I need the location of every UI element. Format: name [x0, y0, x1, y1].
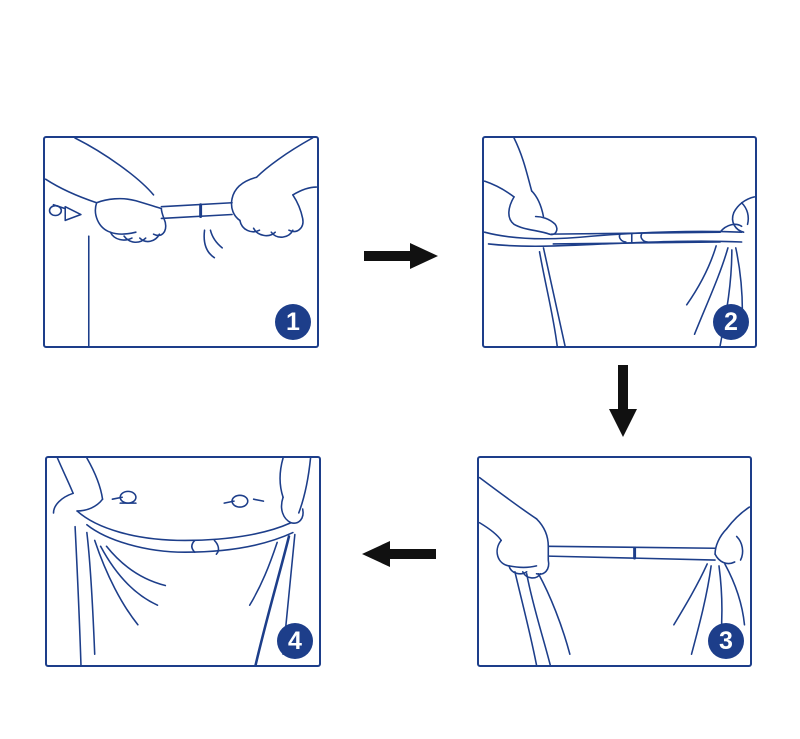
step-3-panel: 3: [477, 456, 752, 667]
step-2-panel: 2: [482, 136, 757, 348]
hands-pulling-band-illustration: [479, 476, 750, 665]
hands-stretching-waistband-illustration: [484, 138, 755, 346]
step-4-panel: 4: [45, 456, 321, 667]
step-number-badge: 1: [275, 304, 311, 340]
hands-holding-waistband-illustration: [45, 138, 317, 346]
step-number-badge: 3: [708, 623, 744, 659]
arrow-down-icon: [609, 365, 637, 437]
step-number-badge: 4: [277, 623, 313, 659]
step-1-panel: 1: [43, 136, 319, 348]
step-number-badge: 2: [713, 304, 749, 340]
arrow-right-icon: [364, 243, 438, 269]
arrow-left-icon: [362, 541, 436, 567]
hands-folding-waistband-illustration: [52, 458, 312, 665]
